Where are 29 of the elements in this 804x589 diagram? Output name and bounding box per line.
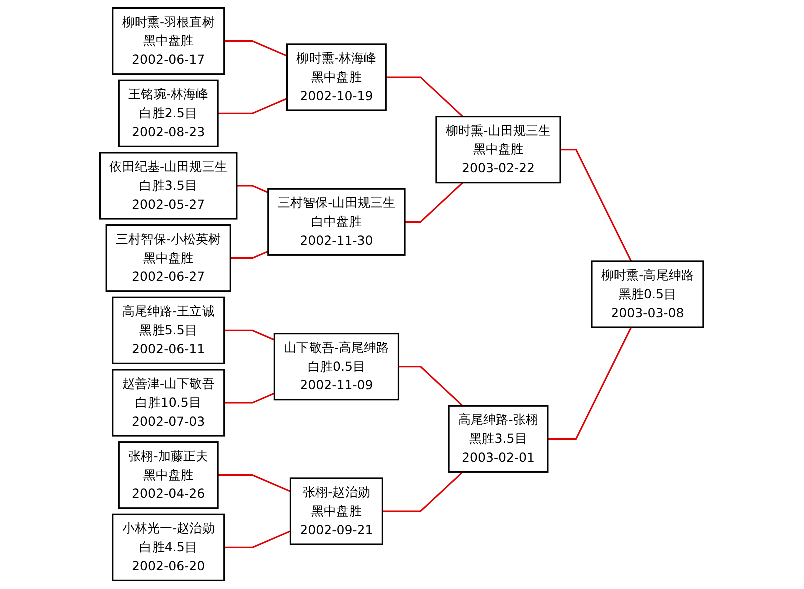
node-box: 高尾绅路-王立诚 黑胜5.5目 2002-06-11: [112, 296, 226, 364]
node-box: 山下敬吾-高尾绅路 白胜0.5目 2002-11-09: [274, 333, 400, 401]
node-box: 柳时熏-林海峰 黑中盘胜 2002-10-19: [286, 44, 388, 112]
connector: [224, 530, 292, 548]
connector: [382, 472, 464, 512]
node-box: 高尾绅路-张栩 黑胜3.5目 2003-02-01: [448, 405, 549, 473]
connector: [560, 149, 632, 262]
node-box: 柳时熏-高尾绅路 黑胜0.5目 2003-03-08: [591, 260, 704, 328]
node-box: 柳时熏-羽根直树 黑中盘胜 2002-06-17: [112, 8, 226, 76]
connector: [237, 185, 269, 194]
node-box: 张栩-加藤正夫 黑中盘胜 2002-04-26: [118, 442, 219, 510]
connector: [218, 98, 288, 114]
connector: [548, 327, 632, 440]
connector: [230, 250, 269, 260]
node-box: 三村智保-山田规三生 白中盘胜 2002-11-30: [268, 188, 406, 256]
node-box: 依田纪基-山田规三生 白胜3.5目 2002-05-27: [100, 152, 238, 220]
node-box: 柳时熏-山田规三生 黑中盘胜 2003-02-22: [436, 116, 562, 184]
connector: [386, 76, 464, 118]
node-box: 三村智保-小松英树 黑中盘胜 2002-06-27: [106, 224, 232, 292]
node-box: 赵善津-山下敬吾 白胜10.5目 2002-07-03: [112, 369, 226, 437]
node-box: 王铭琬-林海峰 白胜2.5目 2002-08-23: [118, 80, 219, 148]
connector: [398, 366, 464, 407]
node-box: 张栩-赵治勋 黑中盘胜 2002-09-21: [290, 478, 384, 546]
node-box: 小林光一-赵治勋 白胜4.5目 2002-06-20: [112, 514, 226, 582]
connector: [218, 474, 292, 492]
connector: [405, 182, 464, 223]
connector: [224, 330, 276, 341]
connector: [224, 392, 276, 404]
connector: [224, 40, 288, 57]
